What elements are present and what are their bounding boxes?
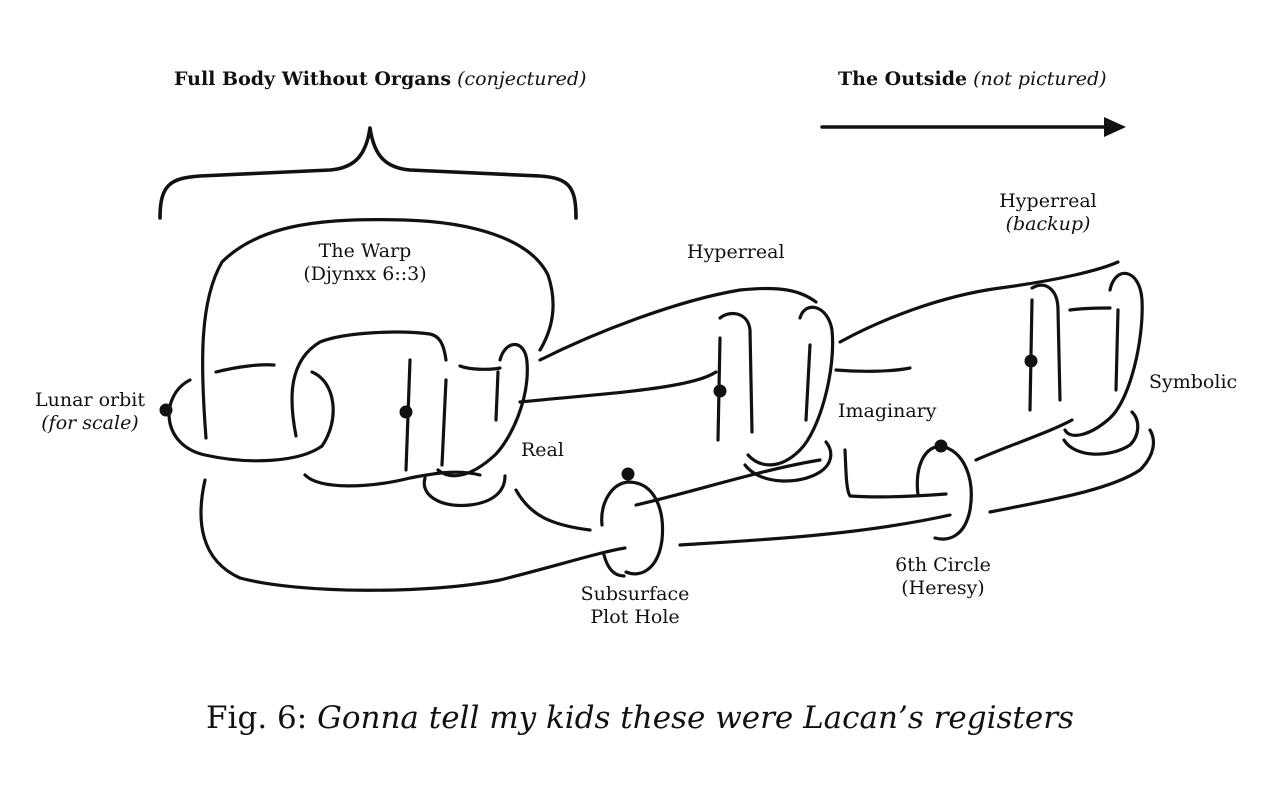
bwo-brace [158,126,578,220]
real-link [436,343,529,478]
hyperreal-bottom [743,440,833,483]
symbolic-inner [1114,308,1120,392]
sixth-circle-dot [934,439,948,453]
real-to-subsurface [514,488,592,532]
hyperreal-backup-line1: Hyperreal [999,190,1097,212]
subsurface-label: Subsurface Plot Hole [560,583,710,629]
outside-label: The Outside (not pictured) [838,68,1107,91]
subsurface-ring-back [600,480,630,527]
warp-label: The Warp (Djynxx 6::3) [290,240,440,286]
lunar-orbit-label: Lunar orbit (for scale) [28,389,152,435]
subsurface-line2: Plot Hole [590,606,680,628]
hyperreal-link [718,311,754,434]
hyperreal-right-loop [746,305,835,467]
link-2-top [458,364,502,371]
subsurface-line1: Subsurface [580,583,690,605]
subsurface-dot [621,467,635,481]
bwo-title: Full Body Without Organs [174,68,452,90]
subsurface-ring [624,480,665,576]
figure-caption: Fig. 6: Gonna tell my kids these were La… [0,700,1280,736]
imaginary-bar [974,418,1074,462]
lunar-inner-arc [310,370,335,448]
symbolic-dot [1024,354,1038,368]
caption-prefix: Fig. 6: [206,700,308,736]
symbolic-link [1030,283,1062,402]
symbolic-loop [1063,271,1144,437]
hyperreal-backup-label: Hyperreal (backup) [978,190,1118,236]
real-link-bottom [422,474,507,508]
warp-label-line2: (Djynxx 6::3) [303,263,427,285]
hyperreal-label: Hyperreal [687,241,785,263]
warp-lower-loop [199,478,627,592]
real-link-stem [494,370,500,422]
lunar-orbit-line2: (for scale) [41,412,139,434]
lunar-orbit-top [214,363,276,374]
hyperreal-top-right [838,260,1120,344]
link-1-bottom [303,470,482,488]
hyperreal-right-inner [804,343,812,422]
sixth-to-symbolic [988,428,1156,514]
outside-note: (not pictured) [973,68,1107,90]
sixth-circle-line1: 6th Circle [895,554,991,576]
sixth-circle-ring [933,444,973,541]
outside-title: The Outside [838,68,968,90]
symbolic-top-bar [1068,306,1112,312]
imaginary-label: Imaginary [838,400,937,422]
caption-text: Gonna tell my kids these were Lacan’s re… [317,700,1074,736]
warp-dot [399,405,413,419]
lunar-orbit-loop [167,378,324,463]
warp-loop [200,217,555,440]
real-label: Real [521,439,564,461]
symbolic-lower [1062,410,1140,456]
bwo-label: Full Body Without Organs (conjectured) [174,68,586,91]
hyperreal-to-imaginary [834,366,912,373]
sixth-circle-label: 6th Circle (Heresy) [873,554,1013,600]
bwo-note: (conjectured) [457,68,587,90]
subsurface-ring-lower [602,553,626,578]
link-1-right-stem [440,378,448,467]
outside-arrow-head [1104,117,1126,137]
lunar-orbit-dot [159,403,173,417]
hyperreal-dot [713,384,727,398]
hyperreal-lower-arc [518,370,718,404]
link-1-left [290,330,448,438]
lunar-orbit-line1: Lunar orbit [35,389,145,411]
chain-lower-bar [634,458,822,507]
symbolic-label: Symbolic [1149,371,1238,393]
sixth-circle-back [915,444,942,497]
chain-bottom-bar [678,513,952,547]
hyperreal-arc [538,286,818,362]
sixth-circle-link [843,448,948,499]
sixth-circle-line2: (Heresy) [901,577,985,599]
hyperreal-backup-line2: (backup) [1005,213,1091,235]
warp-label-line1: The Warp [318,240,412,262]
